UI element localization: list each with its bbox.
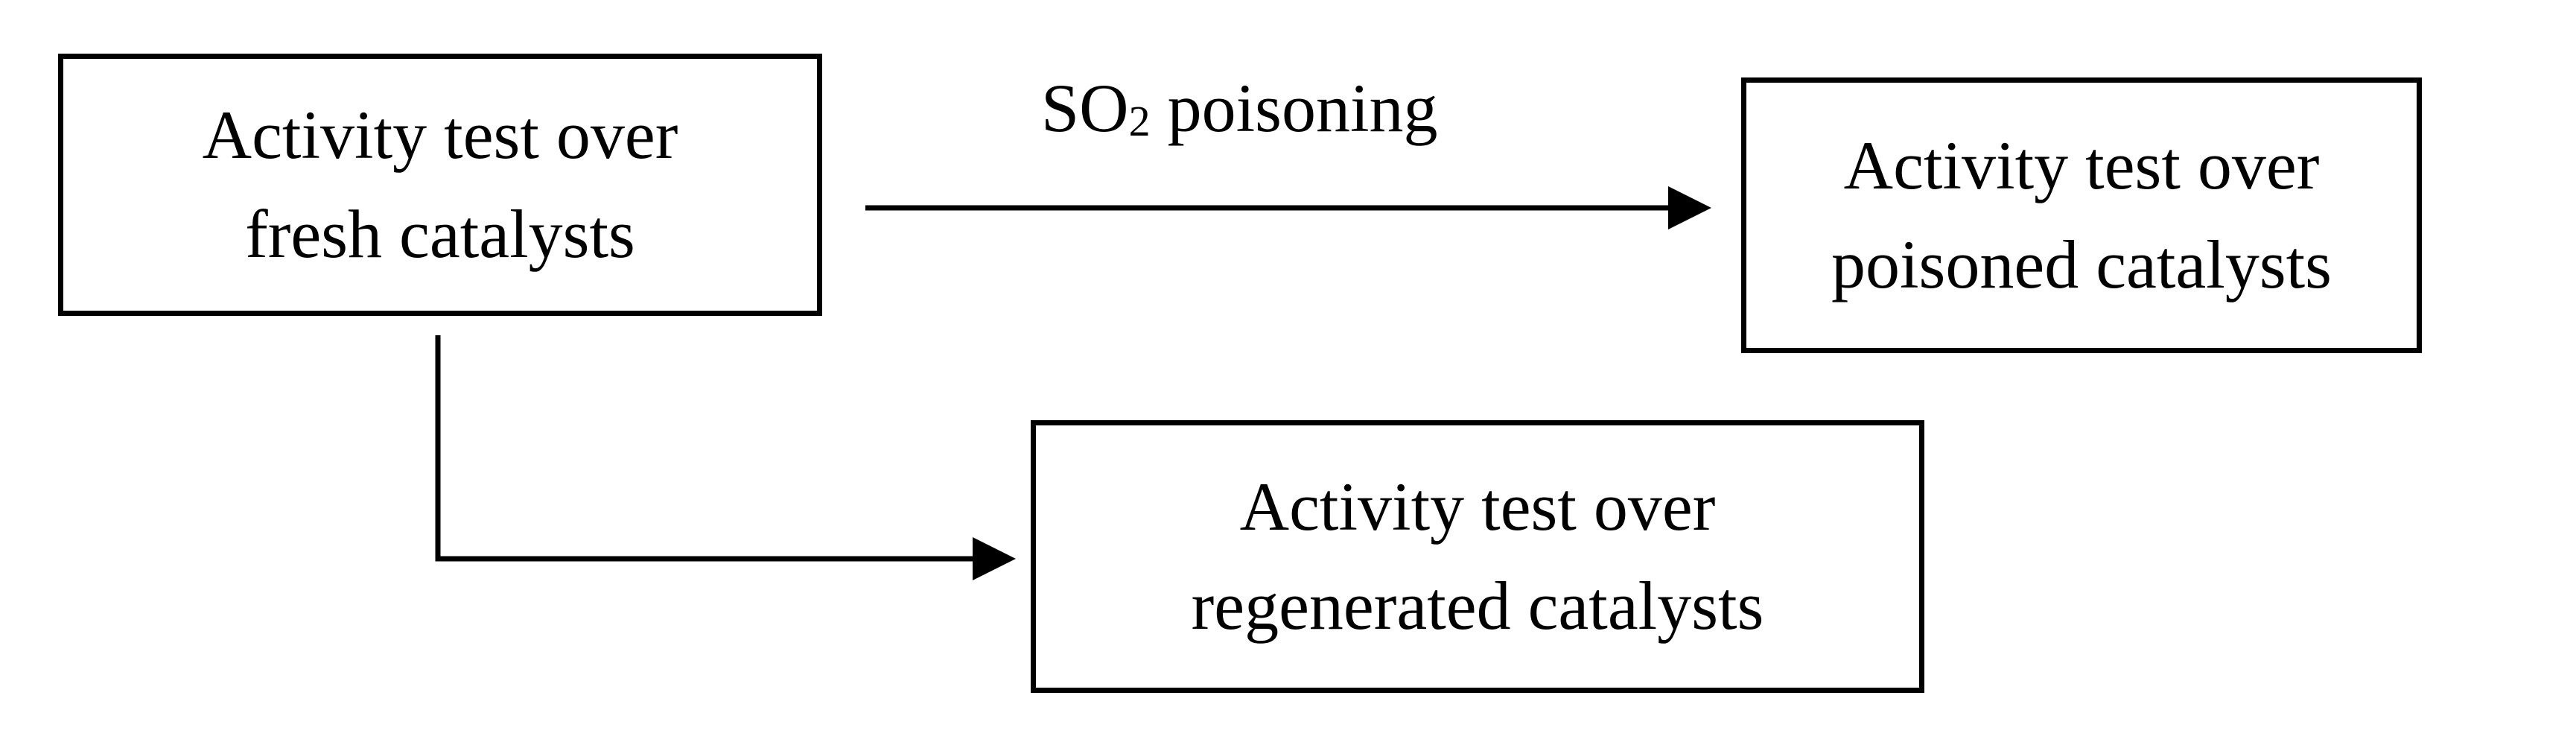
node-regenerated-line1: Activity test over xyxy=(1239,468,1716,545)
node-fresh-line2: fresh catalysts xyxy=(245,196,635,272)
node-poisoned-catalysts: Activity test over poisoned catalysts xyxy=(1741,77,2422,353)
node-regenerated-catalysts: Activity test over regenerated catalysts xyxy=(1031,420,1924,693)
poisoning-arrowhead xyxy=(1668,186,1711,229)
poisoning-label-rest: poisoning xyxy=(1150,70,1438,146)
poisoning-label-main: SO xyxy=(1041,70,1129,146)
node-poisoned-line2: poisoned catalysts xyxy=(1831,226,2332,302)
poisoning-edge-label: SO2 poisoning xyxy=(1041,69,1438,148)
regeneration-arrowhead xyxy=(973,537,1016,580)
node-fresh-catalysts: Activity test over fresh catalysts xyxy=(58,54,822,316)
regeneration-arrow-line xyxy=(435,335,977,562)
node-poisoned-line1: Activity test over xyxy=(1843,127,2320,203)
node-fresh-line1: Activity test over xyxy=(202,96,678,173)
poisoning-label-subscript: 2 xyxy=(1128,97,1151,145)
node-regenerated-line2: regenerated catalysts xyxy=(1191,568,1764,644)
